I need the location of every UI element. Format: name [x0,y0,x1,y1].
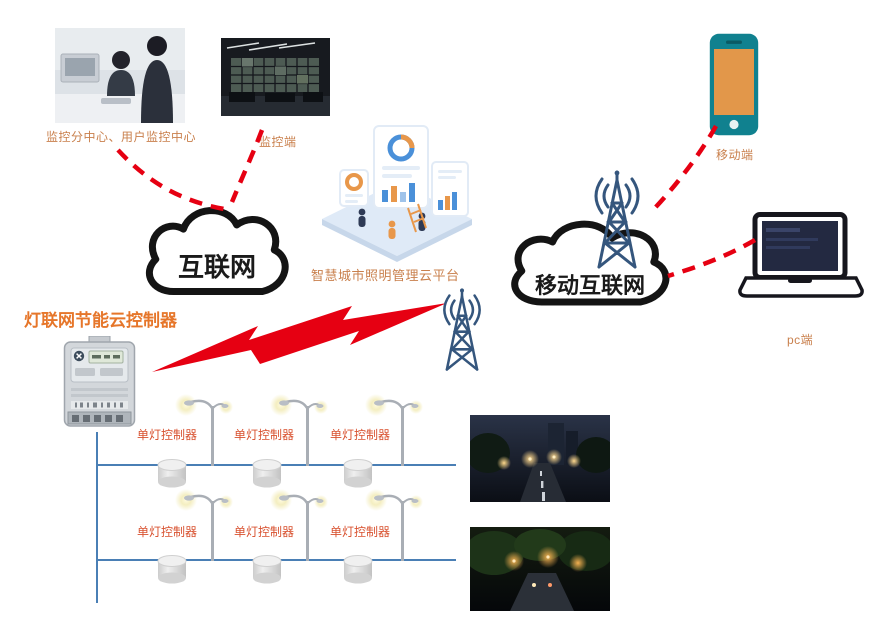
single-lamp-controller-label: 单灯控制器 [330,525,391,539]
pc-terminal-label: pc端 [787,333,814,347]
internet-cloud-icon [138,200,296,304]
controller-cylinder-icon [341,552,375,586]
dashed-links [116,124,757,279]
controller-cylinder-icon [155,456,189,490]
mobile-phone-icon [709,33,759,136]
cloud-platform-label: 智慧城市照明管理云平台 [311,268,460,283]
monitor-terminal-label: 监控端 [259,135,297,149]
single-lamp-controller-label: 单灯控制器 [137,525,198,539]
controller-cylinder-icon [250,456,284,490]
single-lamp-controller-label: 单灯控制器 [234,525,295,539]
mobile-internet-cloud-label: 移动互联网 [534,273,645,298]
mobile-terminal-label: 移动端 [716,148,754,162]
single-lamp-controller-label: 单灯控制器 [137,428,198,442]
cloud-controller-device [63,336,136,427]
monitor-center-photo [55,28,185,123]
antenna-tower-small-icon [434,288,490,372]
monitor-wall-photo [221,38,330,116]
monitor-center-label: 监控分中心、用户监控中心 [46,130,197,144]
single-lamp-controller-label: 单灯控制器 [330,428,391,442]
controller-cylinder-icon [341,456,375,490]
laptop-icon [738,212,864,298]
street-night-photo-2 [470,527,610,611]
lightning-bolt-icon [152,303,447,372]
controller-cylinder-icon [155,552,189,586]
internet-cloud-label: 互联网 [177,252,256,282]
antenna-tower-icon [584,170,650,270]
single-lamp-controller-label: 单灯控制器 [234,428,295,442]
cloud-platform-illustration [322,125,472,262]
street-night-photo-1 [470,415,610,502]
controller-cylinder-icon [250,552,284,586]
controller-title: 灯联网节能云控制器 [24,311,177,330]
